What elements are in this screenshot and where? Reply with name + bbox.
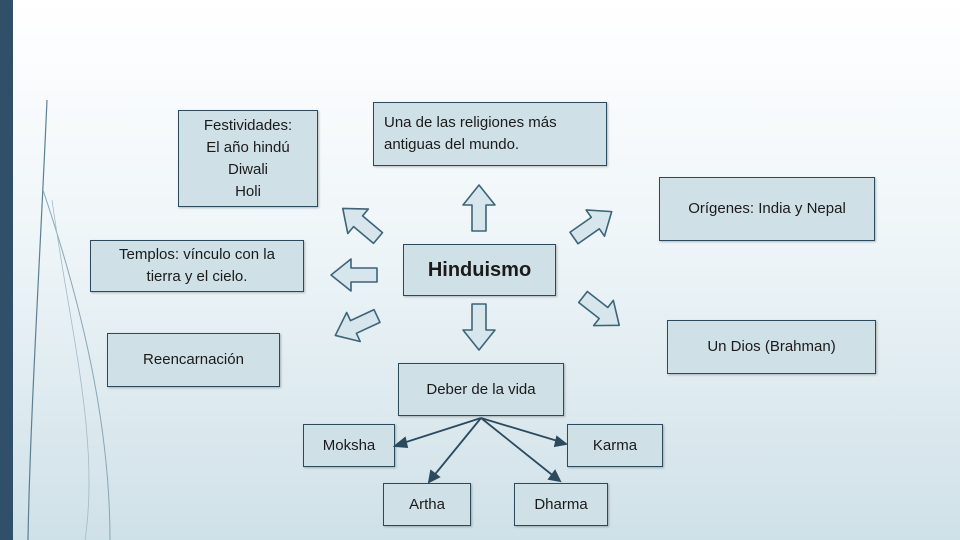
origins-box: Orígenes: India y Nepal [659, 177, 875, 241]
temples-box: Templos: vínculo con la tierra y el ciel… [90, 240, 304, 292]
moksha-text: Moksha [322, 436, 376, 454]
connector-artha [431, 417, 482, 479]
festivals-line-3: Diwali [227, 160, 268, 178]
god-box: Un Dios (Brahman) [667, 320, 876, 374]
connector-dharma [480, 417, 557, 479]
connector-karma-arrowhead [553, 435, 569, 448]
temples-line-2: tierra y el cielo. [146, 268, 248, 285]
artha-box: Artha [383, 483, 471, 526]
festivals-line-4: Holi [235, 182, 261, 200]
god-text: Un Dios (Brahman) [707, 338, 836, 355]
duty-text: Deber de la vida [426, 380, 536, 398]
connector-moksha [399, 417, 482, 445]
fact-ancient-line-1: Una de las religiones más [384, 114, 557, 131]
origins-text: Orígenes: India y Nepal [688, 200, 846, 217]
connector-moksha-arrowhead [392, 436, 409, 448]
connector-karma [480, 417, 562, 443]
connector-artha-arrowhead [427, 469, 441, 484]
karma-box: Karma [567, 424, 663, 467]
dharma-box: Dharma [514, 483, 608, 526]
left-accent-bar [0, 0, 13, 540]
fact-box-ancient: Una de las religiones más antiguas del m… [373, 102, 607, 166]
artha-text: Artha [409, 495, 445, 513]
karma-text: Karma [592, 436, 638, 454]
fact-ancient-line-2: antiguas del mundo. [384, 136, 520, 153]
dharma-text: Dharma [534, 495, 588, 513]
arrow-up-icon [462, 184, 496, 232]
festivals-line-2: El año hindú [206, 138, 290, 156]
temples-line-1: Templos: vínculo con la [119, 246, 275, 263]
festivals-line-1: Festividades: [203, 116, 293, 134]
center-topic-text: Hinduismo [427, 259, 532, 281]
moksha-box: Moksha [303, 424, 395, 467]
duty-box: Deber de la vida [398, 363, 564, 416]
arrow-down-left-icon [327, 300, 385, 351]
reincarnation-text: Reencarnación [143, 351, 244, 368]
arrow-up-right-icon [564, 197, 622, 252]
arrow-up-left-icon [331, 195, 390, 252]
festivals-box: Festividades: El año hindú Diwali Holi [178, 110, 318, 207]
arrow-down-right-icon [572, 283, 630, 339]
connector-dharma-arrowhead [547, 469, 562, 483]
arrow-left-icon [330, 258, 378, 292]
center-topic-box: Hinduismo [403, 244, 556, 296]
reincarnation-box: Reencarnación [107, 333, 280, 387]
arrow-down-icon [462, 303, 496, 351]
